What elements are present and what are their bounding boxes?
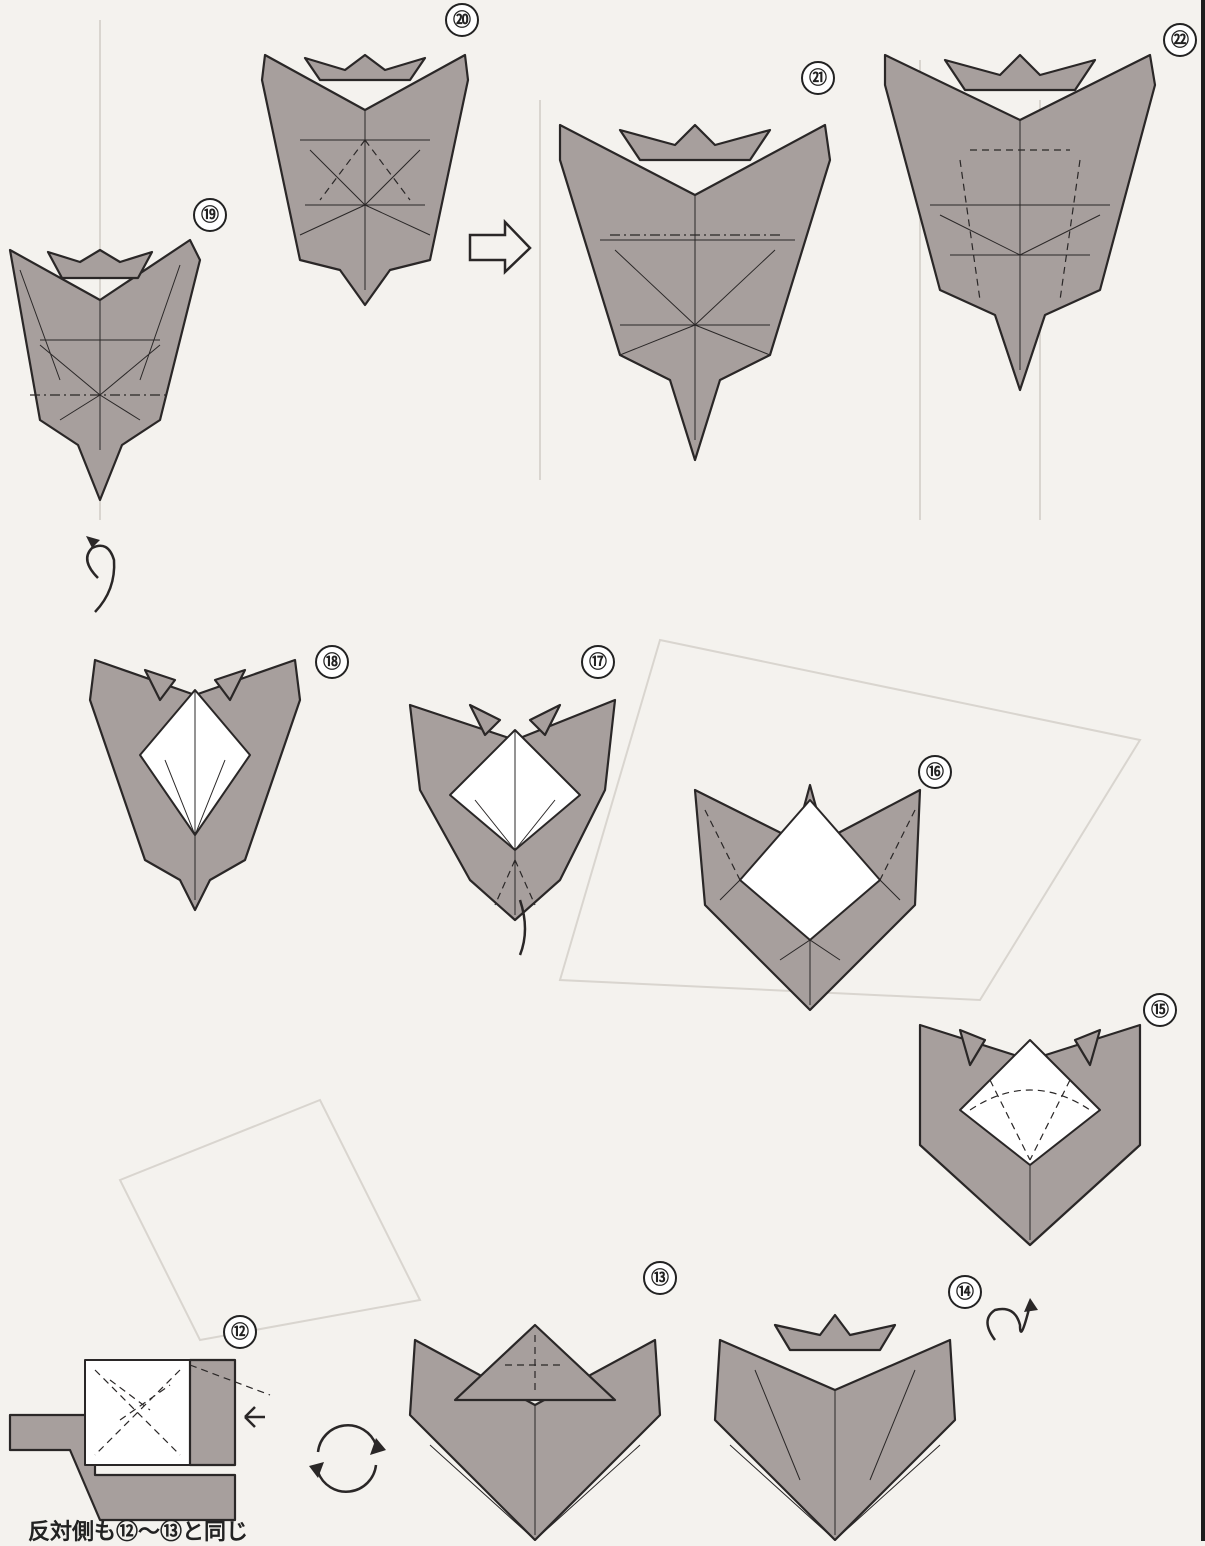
step-label-13: ⑬ bbox=[651, 1267, 669, 1289]
step-17-figure bbox=[410, 700, 615, 955]
step-16-figure bbox=[695, 785, 920, 1010]
step-number-21: ㉑ bbox=[802, 62, 834, 94]
step-label-18: ⑱ bbox=[323, 651, 341, 673]
step-21-figure bbox=[560, 125, 830, 460]
step-label-15: ⑮ bbox=[1151, 999, 1169, 1021]
step-label-22: ㉒ bbox=[1171, 29, 1189, 51]
step-15-figure bbox=[920, 1025, 1140, 1245]
step-label-17: ⑰ bbox=[589, 651, 607, 673]
step-label-21: ㉑ bbox=[809, 67, 827, 89]
step-number-15: ⑮ bbox=[1144, 994, 1176, 1026]
step-19-figure bbox=[10, 240, 200, 500]
push-arrow-icon bbox=[245, 1407, 265, 1427]
rotate-icon bbox=[309, 1425, 386, 1491]
step-label-20: ⑳ bbox=[453, 9, 471, 31]
step-label-19: ⑲ bbox=[201, 204, 219, 226]
step-label-16: ⑯ bbox=[926, 761, 944, 783]
step-number-20: ⑳ bbox=[446, 4, 478, 36]
step-number-14: ⑭ bbox=[949, 1276, 981, 1308]
step-number-18: ⑱ bbox=[316, 646, 348, 678]
step-20-figure bbox=[262, 55, 468, 305]
flip-over-icon bbox=[988, 1298, 1039, 1340]
step-number-19: ⑲ bbox=[194, 199, 226, 231]
step-number-22: ㉒ bbox=[1164, 24, 1196, 56]
step-label-14: ⑭ bbox=[956, 1281, 974, 1303]
step-caption: 反対側も⑫〜⑬と同じ bbox=[28, 1514, 248, 1546]
step-14-figure bbox=[715, 1315, 955, 1540]
step-13-figure bbox=[410, 1325, 660, 1540]
step-18-figure bbox=[90, 660, 300, 910]
step-number-12: ⑫ bbox=[224, 1316, 256, 1348]
step-number-13: ⑬ bbox=[644, 1262, 676, 1294]
step-22-figure bbox=[885, 55, 1155, 390]
step-arrow-icon bbox=[470, 222, 530, 272]
step-label-12: ⑫ bbox=[231, 1321, 249, 1343]
step-number-17: ⑰ bbox=[582, 646, 614, 678]
flip-over-icon bbox=[86, 536, 114, 612]
step-12-figure bbox=[10, 1360, 270, 1520]
step-number-16: ⑯ bbox=[919, 756, 951, 788]
